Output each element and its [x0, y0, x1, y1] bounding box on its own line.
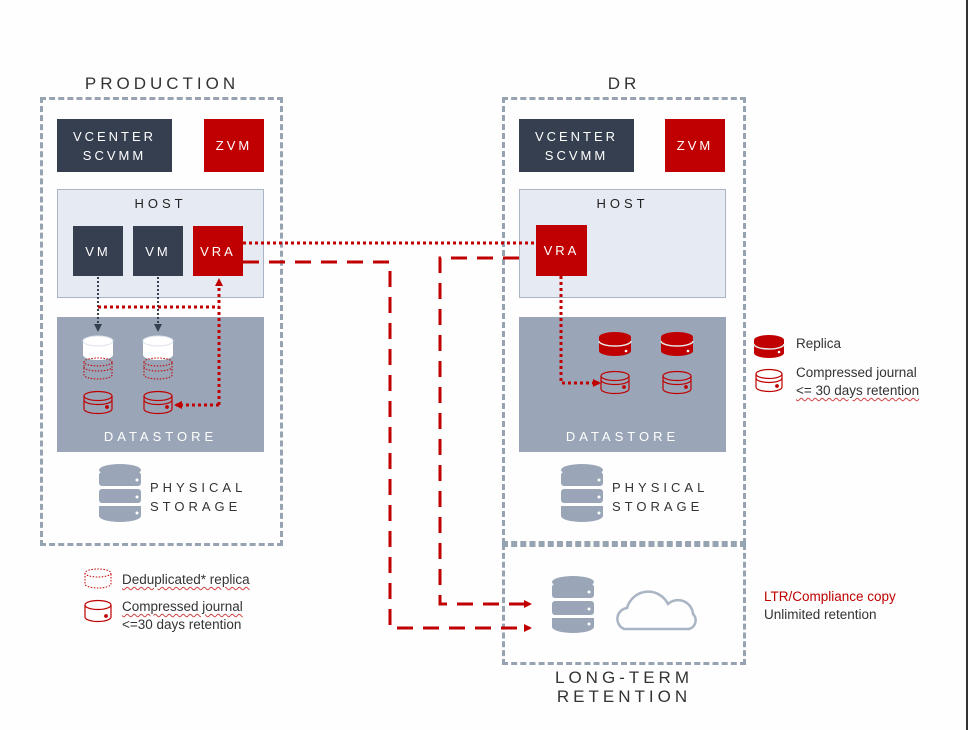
host-label: HOST — [596, 196, 649, 211]
vm-label: VM — [145, 243, 171, 259]
ltr-title: LONG-TERM RETENTION — [502, 668, 746, 706]
legend-text: <= 30 days retention — [796, 383, 920, 398]
production-zvm-box[interactable]: ZVM — [204, 119, 264, 172]
ltr-title-line2: RETENTION — [556, 687, 692, 706]
legend-dr-journal-icon — [755, 368, 783, 393]
vcenter-label: VCENTER — [72, 128, 157, 144]
zvm-label: ZVM — [676, 138, 714, 153]
datastore-label: DATASTORE — [103, 429, 218, 444]
legend-text: Deduplicated* replica — [122, 572, 250, 587]
host-label: HOST — [134, 196, 187, 211]
storage-label: STORAGE — [612, 499, 704, 514]
legend-text: Compressed journal — [796, 365, 917, 380]
datastore-label: DATASTORE — [565, 429, 680, 444]
window-edge — [966, 0, 968, 730]
legend-text: Replica — [796, 336, 842, 351]
ltr-title-line1: LONG-TERM — [555, 668, 693, 687]
legend-deduplicated-label: Deduplicated* replica — [122, 571, 250, 589]
legend-text: <=30 days retention — [122, 617, 242, 632]
vcenter-label: VCENTER — [534, 128, 619, 144]
production-vm-2[interactable]: VM — [133, 226, 183, 276]
scvmm-label: SCVMM — [544, 147, 609, 163]
vm-label: VM — [85, 243, 111, 259]
legend-dr-journal-label: Compressed journal <= 30 days retention — [796, 364, 919, 400]
legend-ltr-line1: LTR/Compliance copy — [764, 589, 896, 604]
ltr-copy-connectors — [243, 256, 532, 632]
scvmm-label: SCVMM — [82, 147, 147, 163]
production-physical-storage-label: PHYSICAL STORAGE — [150, 478, 246, 516]
production-title: PRODUCTION — [84, 74, 240, 93]
production-vcenter-box[interactable]: VCENTER SCVMM — [57, 119, 172, 172]
legend-ltr-label: LTR/Compliance copy Unlimited retention — [764, 588, 896, 624]
storage-label: STORAGE — [150, 499, 242, 514]
dr-physical-storage-label: PHYSICAL STORAGE — [612, 478, 708, 516]
physical-label: PHYSICAL — [150, 480, 247, 495]
vra-label: VRA — [543, 243, 580, 258]
legend-replica-label: Replica — [796, 335, 841, 353]
ltr-site-box — [502, 544, 746, 665]
production-vra-box[interactable]: VRA — [193, 226, 243, 276]
vra-label: VRA — [200, 243, 236, 259]
dr-vra-box[interactable]: VRA — [536, 225, 587, 276]
dr-datastore: DATASTORE — [519, 317, 726, 452]
dr-host-box: HOST — [519, 189, 726, 298]
dr-title: DR — [607, 74, 641, 93]
physical-label: PHYSICAL — [612, 480, 709, 495]
legend-replica-icon — [753, 335, 785, 358]
legend-text: Compressed journal — [122, 599, 243, 614]
legend-ltr-line2: Unlimited retention — [764, 607, 877, 622]
dr-zvm-box[interactable]: ZVM — [665, 119, 725, 172]
production-vm-1[interactable]: VM — [73, 226, 123, 276]
production-datastore: DATASTORE — [57, 317, 264, 452]
legend-prod-journal-label: Compressed journal <=30 days retention — [122, 598, 243, 634]
legend-deduplicated-replica-icon — [84, 568, 112, 589]
zvm-label: ZVM — [215, 138, 253, 153]
legend-compressed-journal-icon — [84, 599, 112, 623]
dr-vcenter-box[interactable]: VCENTER SCVMM — [519, 119, 634, 172]
